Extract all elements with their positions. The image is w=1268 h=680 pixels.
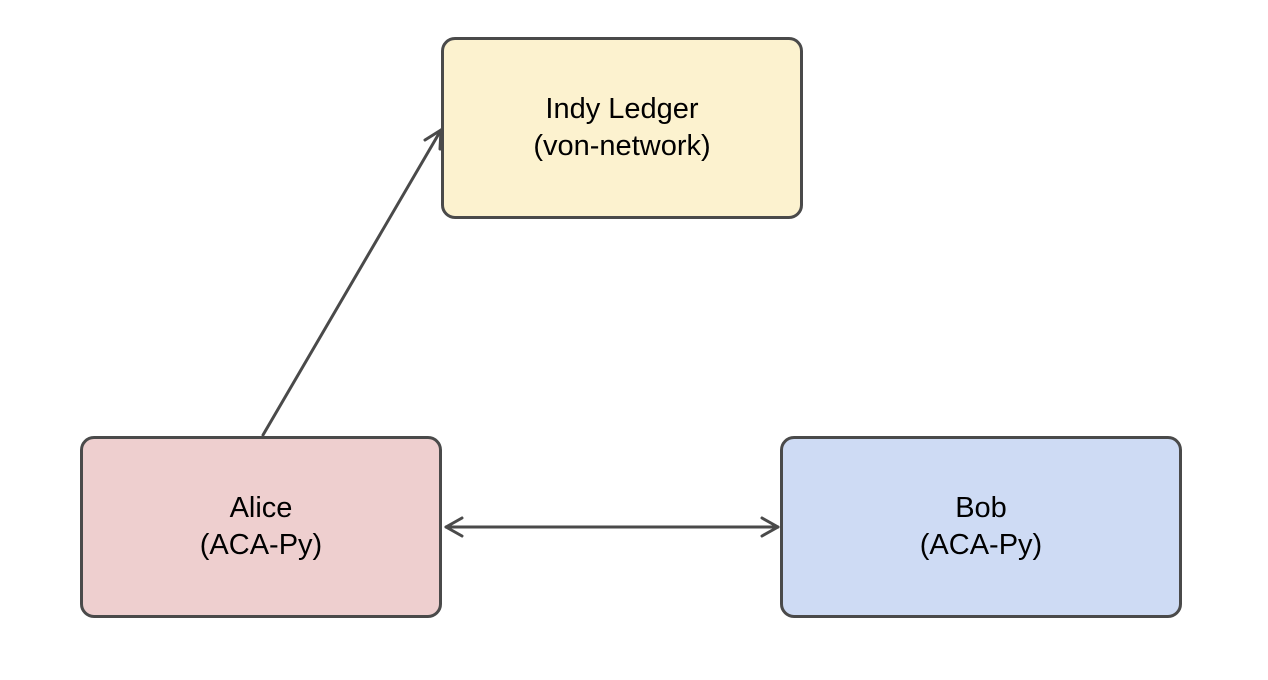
node-indy-ledger-title: Indy Ledger xyxy=(545,93,699,125)
edge-alice-to-ledger xyxy=(261,128,443,437)
node-alice-title: Alice xyxy=(229,492,293,524)
node-bob: Bob (ACA-Py) xyxy=(780,436,1182,618)
node-indy-ledger-subtitle: (von-network) xyxy=(533,130,711,162)
node-indy-ledger: Indy Ledger (von-network) xyxy=(441,37,803,219)
node-alice-subtitle: (ACA-Py) xyxy=(199,529,323,561)
arrowhead-alice-icon xyxy=(444,516,464,538)
node-bob-title: Bob xyxy=(955,492,1007,524)
arrowhead-bob-icon xyxy=(760,516,780,538)
node-bob-subtitle: (ACA-Py) xyxy=(919,529,1043,561)
node-alice: Alice (ACA-Py) xyxy=(80,436,442,618)
